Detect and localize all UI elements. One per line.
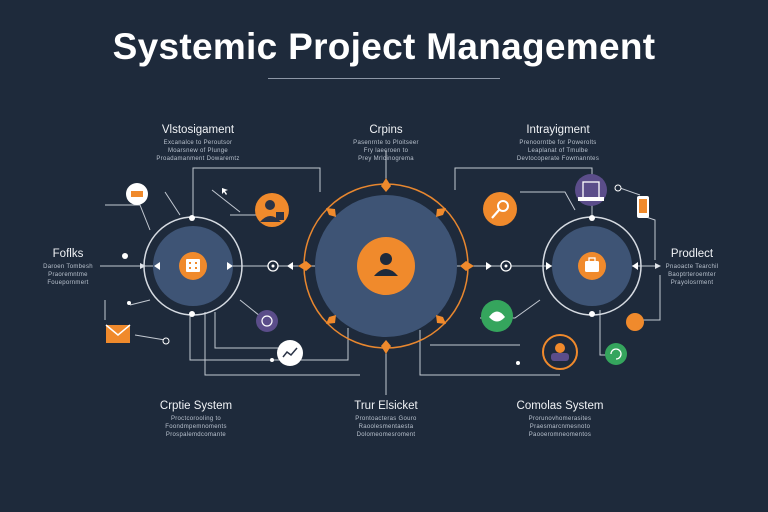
person-icon (374, 253, 398, 276)
ring-arrows (298, 178, 474, 354)
label-bottom-center: Trur Elsicket Prontoacteras Gouro Raoole… (354, 400, 418, 438)
orange-dot-icon (626, 313, 644, 331)
center-hub (298, 178, 474, 354)
label-right: Prodlect Pnaoacte Tearchil Baoptrteroemt… (665, 248, 719, 286)
cursor-icon (222, 188, 228, 195)
label-top-center: Crpins Pasenrnte to Ploitseer Fry laecro… (353, 124, 419, 162)
cycle-icon (605, 343, 627, 365)
building-purple-icon (575, 174, 607, 206)
briefcase-icon (585, 257, 599, 272)
leaf-icon (481, 300, 513, 332)
person-circle-icon (542, 334, 578, 370)
chart-check-icon (277, 340, 303, 366)
right-hub (542, 216, 642, 316)
worker-icon (255, 193, 289, 227)
globe-icon (256, 310, 278, 332)
label-top-left: Vlstosigament Excanalce to Peroutsor Moa… (156, 124, 240, 162)
wrench-icon (483, 192, 517, 226)
page-title: Systemic Project Management (112, 26, 656, 67)
title-divider (268, 78, 500, 79)
label-bottom-right: Comolas System Prorunovhomerasites Praes… (516, 400, 604, 438)
axis-nodes (122, 184, 638, 365)
building-icon (186, 259, 200, 272)
chart-icon (126, 183, 148, 205)
label-bottom-left: Crptie System Proctcorooling to Foondmpe… (159, 400, 233, 438)
label-left: Foflks Daroen Tombesh Praoremntme Fouepo… (43, 248, 93, 286)
mobile-icon (637, 196, 649, 218)
mail-icon (105, 324, 131, 343)
label-top-right: Intrayigment Prenoorntbe for Powerolts L… (516, 124, 600, 162)
